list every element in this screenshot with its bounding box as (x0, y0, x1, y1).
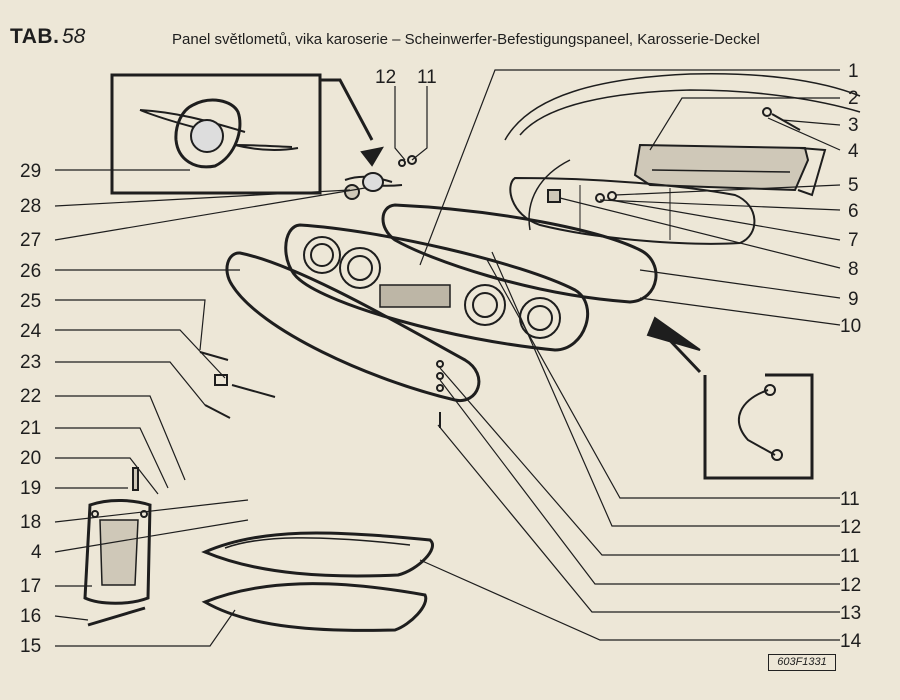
callout-21: 21 (20, 418, 41, 439)
callout-2: 2 (848, 88, 859, 109)
callout-7: 7 (848, 230, 859, 251)
callout-11-a: 11 (840, 489, 860, 510)
callout-24: 24 (20, 321, 42, 342)
wire-clip-inset (646, 316, 814, 480)
callout-12-b: 12 (840, 575, 861, 596)
callout-1: 1 (848, 61, 859, 82)
center-screws (436, 360, 444, 428)
headlamp-panel (284, 223, 590, 352)
callout-20: 20 (20, 448, 41, 469)
callout-12-a: 12 (840, 517, 861, 538)
callout-11-b: 11 (840, 546, 860, 567)
callout-16: 16 (20, 606, 41, 627)
callout-4-right: 4 (848, 141, 859, 162)
callout-12-top: 12 (375, 67, 396, 88)
callout-9: 9 (848, 289, 859, 310)
callout-numbers: 29 28 27 26 25 24 23 22 21 20 19 18 4 17… (20, 61, 862, 657)
callout-14: 14 (840, 631, 862, 652)
rear-gasket (381, 203, 658, 304)
callout-4-left: 4 (31, 542, 42, 563)
callout-8: 8 (848, 259, 859, 280)
callout-22: 22 (20, 386, 41, 407)
callout-6: 6 (848, 201, 859, 222)
callout-29: 29 (20, 161, 41, 182)
callout-18: 18 (20, 512, 41, 533)
latch-hardware (199, 351, 276, 419)
callout-19: 19 (20, 478, 41, 499)
drawing-code-stamp: 603F1331 (768, 654, 836, 671)
lower-lid-part (83, 467, 152, 627)
diagram-title: Panel světlometů, vika karoserie – Schei… (172, 31, 760, 48)
emblem-badge (344, 155, 417, 200)
callout-leader-lines (54, 69, 841, 647)
bottom-cover-plates (201, 531, 434, 632)
callout-23: 23 (20, 352, 41, 373)
callout-27: 27 (20, 230, 41, 251)
callout-15: 15 (20, 636, 41, 657)
callout-5: 5 (848, 175, 859, 196)
callout-25: 25 (20, 291, 41, 312)
callout-17: 17 (20, 576, 41, 597)
callout-28: 28 (20, 196, 41, 217)
callout-10: 10 (840, 316, 861, 337)
callout-11-top: 11 (417, 67, 437, 88)
emblem-inset-box (110, 73, 384, 195)
callout-26: 26 (20, 261, 41, 282)
callout-13: 13 (840, 603, 861, 624)
table-label: TAB. (10, 25, 60, 48)
table-number: 58 (62, 25, 86, 48)
top-lid-part (633, 107, 827, 197)
callout-3: 3 (848, 115, 859, 136)
